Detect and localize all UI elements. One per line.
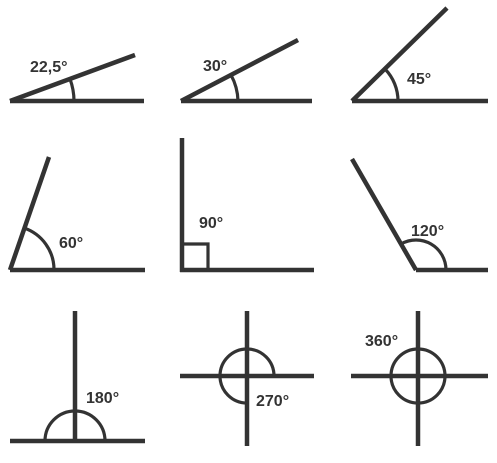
angle-label: 60°: [59, 235, 83, 252]
angle-arc: [68, 78, 76, 102]
angle-arc: [383, 67, 400, 102]
angle-360: 360°: [351, 311, 488, 446]
angle-45: 45°: [350, 6, 488, 104]
right-angle-marker: [182, 242, 210, 270]
angle-arc: [389, 347, 447, 405]
angle-label: 45°: [407, 71, 431, 88]
angle-label: 120°: [411, 223, 444, 240]
angle-label: 22,5°: [30, 59, 68, 76]
angle-60: 60°: [7, 156, 145, 273]
angle-arc: [23, 226, 56, 271]
angle-90: 90°: [179, 138, 314, 273]
angled-ray: [350, 6, 449, 103]
angle-arc: [229, 74, 240, 102]
angle-180: 180°: [10, 311, 145, 444]
angle-label: 360°: [365, 333, 398, 350]
angled-ray: [7, 156, 52, 271]
angle-270: 270°: [180, 311, 314, 446]
angle-120: 120°: [350, 157, 488, 273]
angled-ray: [179, 38, 300, 103]
angle-arc: [400, 238, 448, 271]
angle-label: 270°: [256, 393, 289, 410]
angled-ray: [9, 52, 136, 104]
angle-label: 30°: [203, 58, 227, 75]
angle-label: 90°: [199, 215, 223, 232]
angled-ray: [350, 157, 418, 272]
angle-arc: [43, 409, 107, 442]
angle-30: 30°: [179, 38, 312, 104]
angle-arc: [218, 347, 276, 405]
angle-label: 180°: [86, 390, 119, 407]
angle-22-5: 22,5°: [9, 52, 144, 104]
